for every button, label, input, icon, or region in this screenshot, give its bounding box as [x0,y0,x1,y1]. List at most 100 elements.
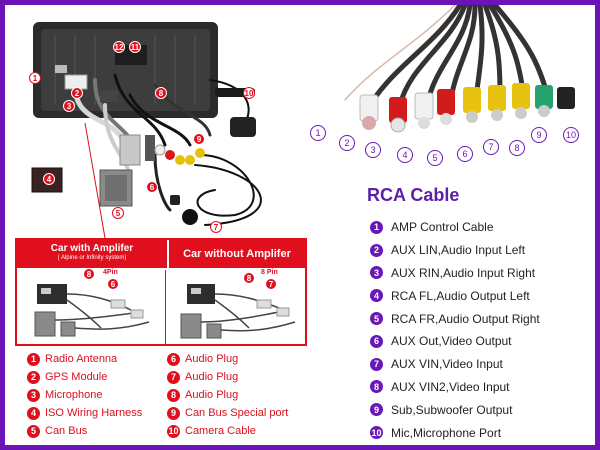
pin-label: 8 Pin [261,269,278,276]
without-amplifier-title: Car without Amplifer [167,240,305,268]
harness-callout: 6 [107,278,119,290]
legend-label: Audio Plug [185,353,239,365]
number-badge: 1 [370,220,383,234]
photo-callout: 6 [146,181,158,193]
rca-item-label: AUX VIN,Video Input [391,357,503,372]
product-canvas: 1 2 3 4 5 6 7 8 9 10 11 12 [5,5,595,445]
legend-label: Audio Plug [185,389,239,401]
list-item: 5 RCA FR,Audio Output Right [370,307,540,330]
amplifier-comparison-box: Car with Amplifer ( Alpine or Infinity s… [15,238,307,346]
legend-label: Camera Cable [185,425,256,437]
legend-label: Audio Plug [185,371,239,383]
rca-item-label: AUX RIN,Audio Input Right [391,265,536,280]
list-item: 3 Microphone [27,386,142,404]
list-item: 4 RCA FL,Audio Output Left [370,284,540,307]
list-item: 6 AUX Out,Video Output [370,330,540,353]
photo-callout: 4 [43,173,55,185]
photo-callout: 10 [243,87,255,99]
number-badge: 6 [370,334,383,348]
rca-item-label: AUX Out,Video Output [391,334,512,349]
number-badge: 2 [27,370,40,384]
photo-callout: 2 [71,87,83,99]
divider [165,270,166,344]
number-badge: 3 [370,266,383,280]
without-amplifier-harness: 8 Pin 8 7 [169,269,309,344]
list-item: 9 Can Bus Special port [167,404,288,422]
photo-callout: 8 [155,87,167,99]
harness-callout: 8 [83,268,95,280]
number-badge: 4 [370,289,383,303]
with-amplifier-subtitle: ( Alpine or Infinity system) [57,255,127,261]
rca-plug-number: 4 [397,147,413,163]
list-item: 9 Sub,Subwoofer Output [370,398,540,421]
legend-left: 1 Radio Antenna 2 GPS Module 3 Microphone 4… [27,350,142,440]
rca-plug-number: 3 [365,142,381,158]
list-item: 5 Can Bus [27,422,142,440]
rca-plug-number: 6 [457,146,473,162]
list-item: 7 AUX VIN,Video Input [370,353,540,376]
photo-callout: 12 [113,41,125,53]
rca-item-label: RCA FL,Audio Output Left [391,288,530,303]
list-item: 3 AUX RIN,Audio Input Right [370,262,540,285]
number-badge: 9 [167,406,180,420]
rca-plug-number: 7 [483,139,499,155]
head-unit-photo: 1 2 3 4 5 6 7 8 9 10 11 12 [5,5,305,240]
list-item: 10 Camera Cable [167,422,288,440]
rca-cable-title: RCA Cable [367,185,460,205]
legend-label: Can Bus Special port [185,407,289,419]
list-item: 1 Radio Antenna [27,350,142,368]
photo-callout: 1 [29,72,41,84]
legend-label: Radio Antenna [45,353,118,365]
with-amplifier-header: Car with Amplifer ( Alpine or Infinity s… [17,240,167,268]
harness-callout: 8 [243,272,255,284]
number-badge: 10 [370,426,383,440]
rca-plug-number: 2 [339,135,355,151]
number-badge: 8 [167,388,180,402]
photo-callout: 5 [112,207,124,219]
rca-item-label: AUX VIN2,Video Input [391,379,510,394]
number-badge: 3 [27,388,40,402]
with-amplifier-title: Car with Amplifer [50,243,134,254]
list-item: 4 ISO Wiring Harness [27,404,142,422]
photo-callout: 7 [210,221,222,233]
rca-plug-number: 9 [531,127,547,143]
list-item: 10 Mic,Microphone Port [370,421,540,444]
list-item: 2 GPS Module [27,368,142,386]
rca-item-label: AMP Control Cable [391,220,494,235]
photo-callout: 3 [63,100,75,112]
harness-callout: 7 [265,278,277,290]
photo-callout: 9 [193,133,205,145]
number-badge: 10 [167,424,180,438]
list-item: 8 Audio Plug [167,386,288,404]
number-badge: 4 [27,406,40,420]
list-item: 1 AMP Control Cable [370,216,540,239]
list-item: 8 AUX VIN2,Video Input [370,376,540,399]
number-badge: 5 [27,424,40,438]
number-badge: 5 [370,312,383,326]
with-amplifier-harness: 4Pin 8 6 [21,268,161,344]
number-badge: 8 [370,380,383,394]
legend-label: Can Bus [45,425,88,437]
rca-item-label: AUX LIN,Audio Input Left [391,243,526,258]
legend-label: ISO Wiring Harness [45,407,143,419]
amplifier-header: Car with Amplifer ( Alpine or Infinity s… [17,240,305,268]
rca-plug-number: 10 [563,127,579,143]
number-badge: 9 [370,403,383,417]
photo-callout: 11 [129,41,141,53]
rca-item-label: Sub,Subwoofer Output [391,402,513,417]
legend-label: GPS Module [45,371,108,383]
rca-plug-number: 8 [509,140,525,156]
rca-item-label: Mic,Microphone Port [391,425,502,440]
number-badge: 7 [370,357,383,371]
legend-label: Microphone [45,389,103,401]
rca-cable-photo: 1 2 3 4 5 6 7 8 9 10 [305,5,595,185]
pin-label: 4Pin [103,269,118,276]
rca-plug-number: 5 [427,150,443,166]
number-badge: 1 [27,352,40,366]
rca-item-label: RCA FR,Audio Output Right [391,311,540,326]
